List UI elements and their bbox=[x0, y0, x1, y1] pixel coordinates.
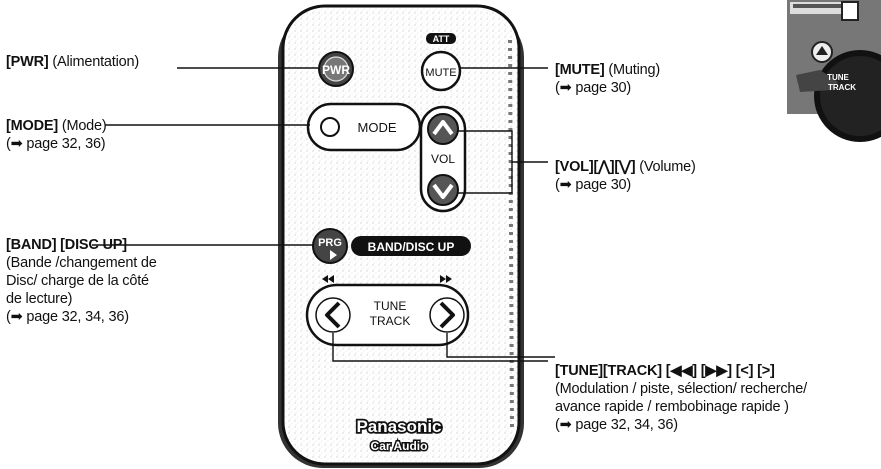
band-disc-up-text: BAND/DISC UP bbox=[368, 240, 455, 254]
pwr-button-text: PWR bbox=[322, 63, 350, 77]
att-text: ATT bbox=[433, 34, 450, 44]
track-text: TRACK bbox=[370, 314, 411, 328]
vol-up-button[interactable] bbox=[428, 114, 458, 144]
tune-forward-button[interactable] bbox=[430, 298, 464, 332]
prg-button-text: PRG bbox=[318, 237, 342, 249]
tune-back-button[interactable] bbox=[316, 298, 350, 332]
brand-logo: Panasonic bbox=[356, 417, 441, 436]
vol-text: VOL bbox=[431, 152, 455, 166]
thumbnail-image: TUNE TRACK bbox=[787, 0, 881, 142]
brand-sub: Car Audio bbox=[371, 439, 428, 453]
mode-button-circle bbox=[321, 118, 339, 136]
thumbnail-text-1: TUNE bbox=[827, 73, 849, 82]
mode-button-text: MODE bbox=[358, 120, 397, 135]
vol-down-button[interactable] bbox=[428, 175, 458, 205]
thumbnail-text-2: TRACK bbox=[828, 83, 856, 92]
tune-text: TUNE bbox=[374, 299, 407, 313]
mute-button-text: MUTE bbox=[425, 67, 456, 79]
